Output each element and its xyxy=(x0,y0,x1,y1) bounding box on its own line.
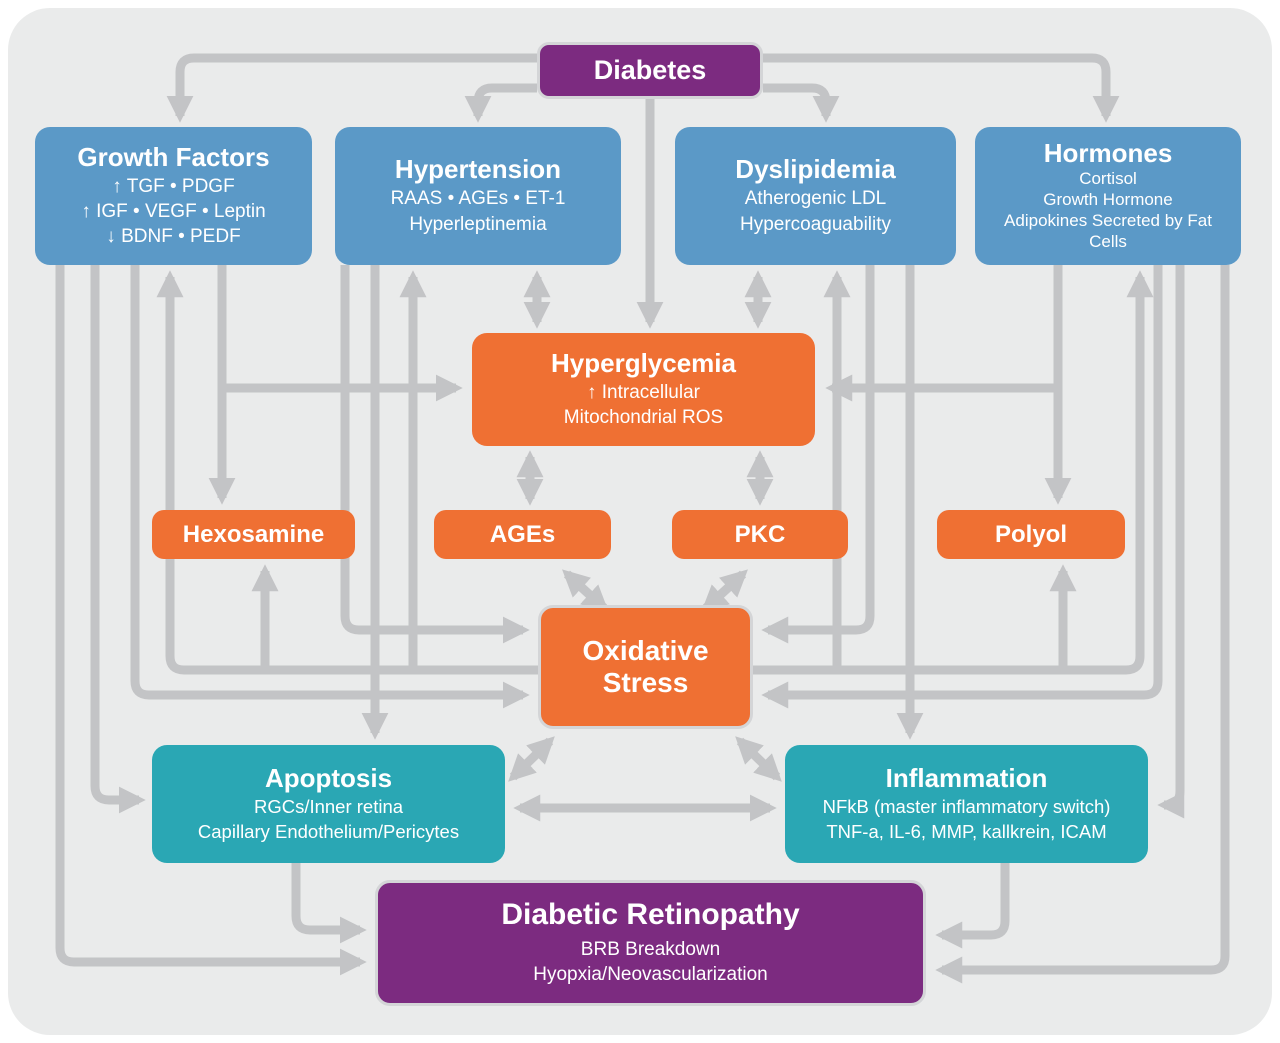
node-subline: RAAS • AGEs • ET-1 xyxy=(390,188,566,210)
arrow-oxidative-stress-inflammation xyxy=(735,736,782,782)
arrow-hormones-to-inflammation xyxy=(1157,265,1185,819)
node-apoptosis: Apoptosis RGCs/Inner retina Capillary En… xyxy=(152,745,505,863)
node-subline: ↑ TGF • PDGF xyxy=(112,175,235,197)
node-diabetic-retinopathy: Diabetic Retinopathy BRB Breakdown Hyopx… xyxy=(375,880,926,1006)
node-subline: ↑ IGF • VEGF • Leptin xyxy=(81,201,266,222)
node-diabetes: Diabetes xyxy=(537,42,763,99)
node-subline: ↓ BDNF • PEDF xyxy=(106,226,241,248)
node-hormones: Hormones Cortisol Growth Hormone Adipoki… xyxy=(975,127,1241,265)
arrow-diabetes-to-dyslipidemia xyxy=(763,83,840,123)
node-title: Polyol xyxy=(994,520,1067,548)
arrow-growth-factors-to-apoptosis xyxy=(90,265,146,814)
node-title: Growth Factors xyxy=(77,141,270,172)
node-subline: Mitochondrial ROS xyxy=(563,407,724,429)
node-title: Diabetic Retinopathy xyxy=(501,898,800,932)
node-hypertension: Hypertension RAAS • AGEs • ET-1 Hyperlep… xyxy=(335,127,621,265)
node-growth-factors: Growth Factors ↑ TGF • PDGF ↑ IGF • VEGF… xyxy=(35,127,312,265)
arrow-diabetes-to-growth-factors xyxy=(166,53,537,123)
node-title: AGEs xyxy=(489,520,556,548)
node-title: Hypertension xyxy=(394,154,562,185)
node-subline: Growth Hormone xyxy=(1043,189,1173,209)
node-oxidative-stress: Oxidative Stress xyxy=(538,605,753,729)
node-inflammation: Inflammation NFkB (master inflammatory s… xyxy=(785,745,1148,863)
arrow-hormones-to-oxidative-stress xyxy=(761,265,1163,709)
node-title: Hormones xyxy=(1043,138,1173,169)
node-subline: Hyopxia/Neovascularization xyxy=(533,963,768,985)
node-pkc: PKC xyxy=(672,510,848,559)
node-polyol: Polyol xyxy=(937,510,1125,559)
node-ages: AGEs xyxy=(434,510,611,559)
arrow-oxidative-stress-to-hormones xyxy=(752,270,1154,675)
arrow-oxidative-stress-to-growth-factors xyxy=(156,270,538,675)
arrow-apoptosis-to-diabetic-retinopathy xyxy=(291,862,367,944)
arrow-pkc-oxidative-stress xyxy=(701,569,748,613)
arrow-hormones-to-diabetic-retinopathy xyxy=(935,265,1230,984)
arrow-inflammation-to-diabetic-retinopathy xyxy=(935,862,1010,949)
node-subline: Atherogenic LDL xyxy=(744,188,887,210)
node-subline: TNF-a, IL-6, MMP, kallkrein, ICAM xyxy=(826,820,1107,842)
node-subline: Hypercoaguability xyxy=(739,213,892,235)
node-subline: NFkB (master inflammatory switch) xyxy=(822,796,1111,818)
arrow-oxidative-stress-apoptosis xyxy=(508,736,555,782)
node-subline: Adipokines Secreted by Fat Cells xyxy=(1004,211,1212,252)
node-title: Apoptosis xyxy=(264,763,393,794)
node-title: Dyslipidemia xyxy=(735,154,896,185)
node-subline: Capillary Endothelium/Pericytes xyxy=(197,820,460,842)
arrow-growth-factors-to-diabetic-retinopathy xyxy=(55,265,367,976)
node-title: Inflammation xyxy=(885,763,1048,794)
node-title: PKC xyxy=(734,520,786,548)
node-title: Hyperglycemia xyxy=(551,347,736,378)
arrow-diabetes-to-hypertension xyxy=(464,83,537,123)
node-hexosamine: Hexosamine xyxy=(152,510,355,559)
node-title: Hexosamine xyxy=(182,520,325,548)
node-dyslipidemia: Dyslipidemia Atherogenic LDL Hypercoagua… xyxy=(675,127,956,265)
node-subline: BRB Breakdown xyxy=(580,938,721,960)
node-hyperglycemia: Hyperglycemia ↑ Intracellular Mitochondr… xyxy=(472,333,815,446)
node-subline: Hyperleptinemia xyxy=(409,213,547,235)
node-subline: RGCs/Inner retina xyxy=(253,796,404,818)
arrow-dyslipidemia-to-oxidative-stress xyxy=(761,265,875,644)
node-subline: Cortisol xyxy=(1079,168,1137,188)
arrow-diabetes-to-hormones xyxy=(763,53,1120,123)
node-title: Diabetes xyxy=(593,54,707,85)
arrow-ages-oxidative-stress xyxy=(562,569,609,613)
node-title: Oxidative Stress xyxy=(582,634,709,698)
node-subline: ↑ Intracellular xyxy=(587,381,700,403)
arrow-growth-factors-to-oxidative-stress xyxy=(130,265,530,709)
arrow-hypertension-to-oxidative-stress xyxy=(340,265,530,644)
